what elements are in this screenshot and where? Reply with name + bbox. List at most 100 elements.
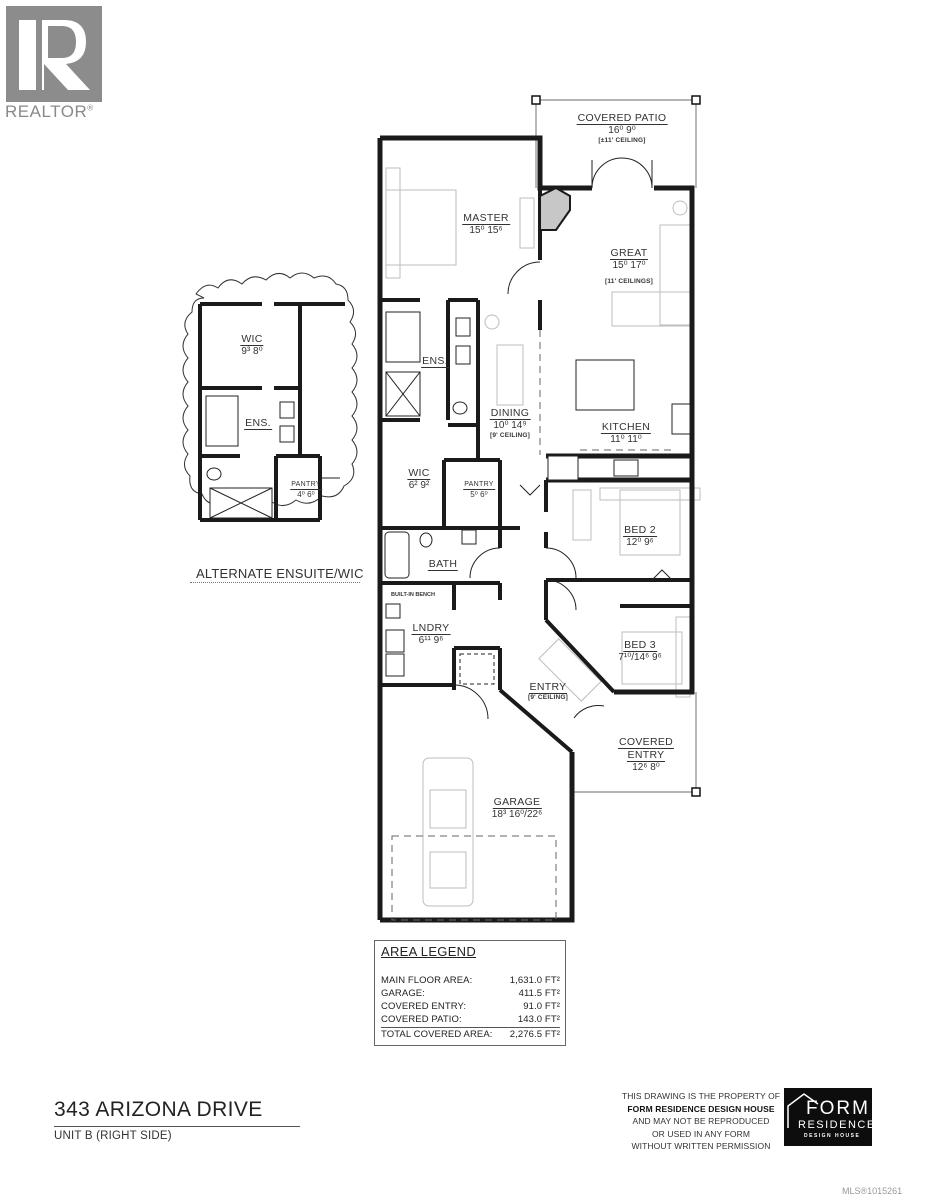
room-covered-entry: COVERED ENTRY 12⁶ 8⁰ (617, 736, 675, 774)
kitchen-sink-icon (671, 403, 691, 435)
post-icon (531, 95, 541, 105)
legend-label: GARAGE: (381, 988, 425, 999)
room-name: BED 2 (623, 524, 657, 538)
door-swing-icon (469, 547, 501, 579)
room-master: MASTER 15⁰ 15⁶ (462, 212, 510, 237)
bathtub-icon (205, 395, 239, 447)
fridge-icon (547, 455, 579, 481)
room-name: GARAGE (492, 796, 542, 810)
property-address: 343 ARIZONA DRIVE (54, 1098, 263, 1121)
bed2-icon (619, 489, 681, 556)
realtor-wordmark: REALTOR® (5, 102, 94, 122)
room-note: [±11' CEILING] (598, 136, 646, 144)
room-great: GREAT 15⁰ 17⁰ [11' CEILINGS] (605, 247, 653, 285)
sink-icon (455, 317, 471, 337)
door-swing-icon (507, 261, 541, 295)
room-pantry: PANTRY 5⁰ 6⁰ (463, 481, 495, 499)
room-name: COVERED (617, 736, 675, 750)
legend-value: 1,631.0 FT² (509, 975, 560, 986)
room-dining: DINING 10⁰ 14⁹ [9' CEILING] (489, 407, 531, 439)
room-ensuite: ENS. (421, 355, 449, 369)
dining-table-icon (496, 344, 524, 406)
room-name: PANTRY (290, 481, 322, 491)
closet-icon (459, 653, 495, 685)
door-swing-icon (545, 547, 577, 579)
registered-mark: ® (87, 103, 94, 113)
sink-icon (279, 401, 295, 419)
room-dimensions: 18³ 16⁰/22⁶ (491, 809, 543, 821)
legend-row: COVERED PATIO: 143.0 FT² (381, 1014, 560, 1025)
room-name: ENTRY (528, 681, 568, 695)
room-dimensions: 7¹⁰/14⁶ 9⁶ (618, 652, 662, 664)
realtor-r-icon (6, 6, 102, 102)
room-dimensions: 15⁰ 17⁰ (612, 260, 646, 272)
copyright-company: FORM RESIDENCE DESIGN HOUSE (627, 1103, 775, 1114)
bathtub-icon (385, 311, 421, 363)
patio-door-icon (591, 157, 623, 189)
room-garage: GARAGE 18³ 16⁰/22⁶ (492, 796, 542, 821)
plant-icon (484, 314, 500, 330)
legend-label: MAIN FLOOR AREA: (381, 975, 473, 986)
room-name: KITCHEN (600, 421, 652, 435)
room-bath: BATH (427, 558, 459, 572)
room-dimensions: 6² 9² (408, 480, 430, 492)
room-note: [9' CEILING] (489, 431, 531, 439)
realtor-text: REALTOR (5, 102, 88, 121)
form-residence-logo: FORM RESIDENCE DESIGN HOUSE (784, 1088, 874, 1146)
toilet-icon (206, 467, 222, 481)
legend-label: COVERED ENTRY: (381, 1001, 467, 1012)
logo-word-form: FORM (806, 1098, 870, 1119)
toilet-icon (419, 532, 433, 548)
alternate-caption: ALTERNATE ENSUITE/WIC (196, 566, 364, 581)
sofa-icon (659, 224, 691, 326)
sink-icon (455, 345, 471, 365)
room-note: [11' CEILINGS] (604, 277, 654, 285)
room-dimensions: 15⁰ 15⁶ (469, 225, 503, 237)
furniture-layer (385, 167, 701, 907)
fireplace-icon (539, 186, 571, 231)
covered-entry-outline (572, 692, 697, 793)
post-icon (691, 787, 701, 797)
address-underline (54, 1126, 300, 1127)
room-entry: ENTRY [9' CEILING] (528, 681, 568, 702)
covered-patio-outline (535, 99, 697, 188)
doors (453, 157, 673, 720)
laundry-sink-icon (385, 603, 401, 619)
room-name: PANTRY (463, 481, 495, 491)
sink-icon (279, 425, 295, 443)
logo-word-residence: RESIDENCE (798, 1119, 876, 1131)
unit-label: UNIT B (RIGHT SIDE) (54, 1130, 172, 1142)
legend-row: MAIN FLOOR AREA: 1,631.0 FT² (381, 975, 560, 986)
legend-value: 143.0 FT² (517, 1014, 560, 1025)
room-name: COVERED PATIO (576, 112, 668, 126)
room-name: GREAT (609, 247, 649, 261)
room-dimensions: 4⁰ 6⁰ (297, 490, 315, 500)
room-name: MASTER (462, 212, 510, 226)
legend-row: GARAGE: 411.5 FT² (381, 988, 560, 999)
room-name: DINING (489, 407, 531, 421)
dryer-icon (385, 653, 405, 677)
legend-label: COVERED PATIO: (381, 1014, 462, 1025)
house-outline-icon (787, 1093, 819, 1128)
range-icon (613, 459, 639, 477)
label-built-in-bench: BUILT-IN BENCH (391, 592, 435, 598)
room-name: BUILT-IN BENCH (391, 592, 435, 598)
room-covered-patio: COVERED PATIO 16⁰ 9⁰ [±11' CEILING] (576, 112, 668, 144)
copyright-line: THIS DRAWING IS THE PROPERTY OF (621, 1091, 781, 1101)
garage-door-outline (391, 835, 557, 921)
room-name: ENS. (244, 417, 272, 431)
area-legend: AREA LEGEND MAIN FLOOR AREA: 1,631.0 FT²… (374, 940, 566, 1046)
copyright-line: WITHOUT WRITTEN PERMISSION (631, 1141, 771, 1151)
alternate-ensuite-cloud (182, 272, 358, 522)
alternate-caption-underline (190, 582, 360, 584)
bed3-icon (621, 631, 683, 685)
legend-value: 411.5 FT² (518, 988, 560, 999)
dashed-lines (391, 330, 672, 921)
room-bed2: BED 2 12⁰ 9⁶ (623, 524, 657, 549)
room-laundry: LNDRY 6¹¹ 9⁶ (411, 622, 451, 647)
car-icon (422, 757, 474, 907)
legend-total-row: TOTAL COVERED AREA: 2,276.5 FT² (381, 1027, 560, 1040)
room-dimensions: 5⁰ 6⁰ (470, 490, 488, 500)
plant-icon (672, 200, 688, 216)
copyright-line: OR USED IN ANY FORM (651, 1128, 751, 1139)
